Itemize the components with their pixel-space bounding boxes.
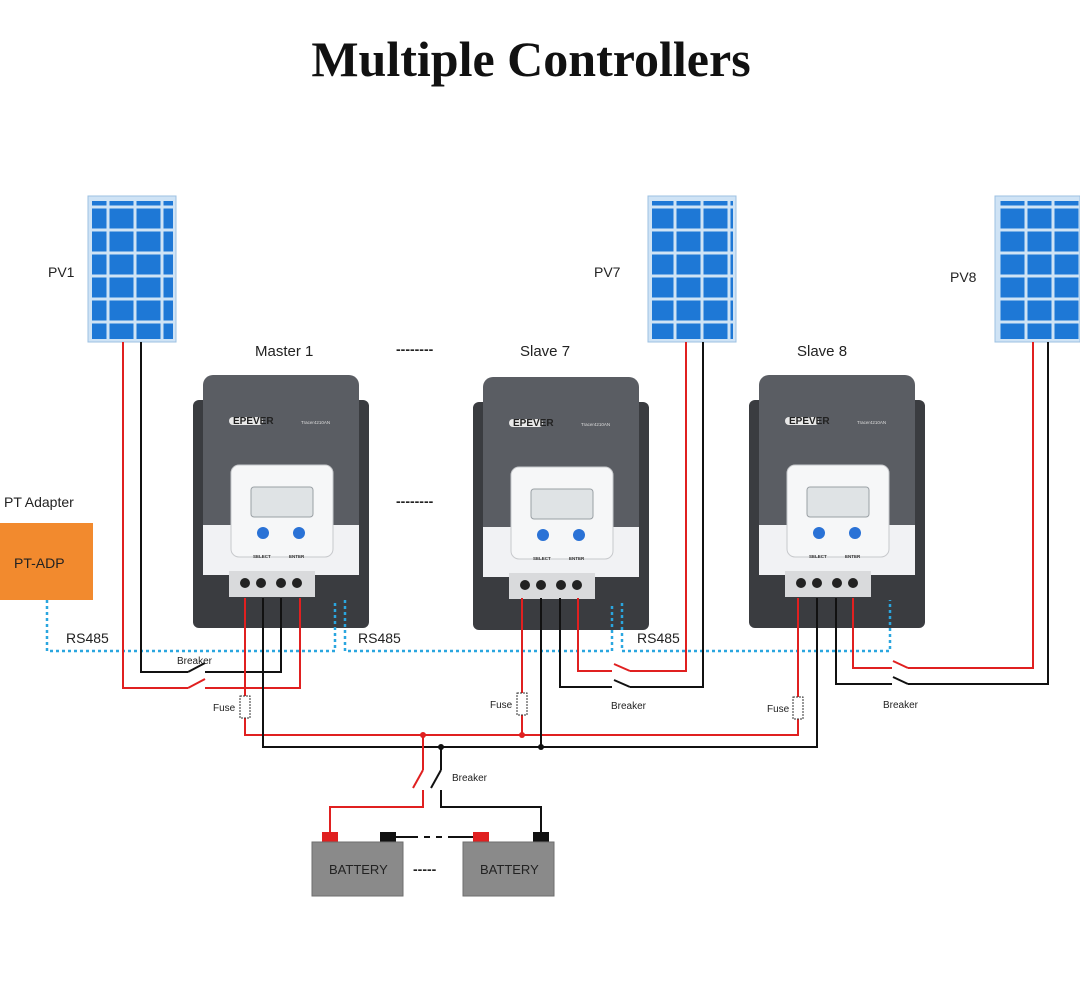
controller-master-1: EPEVER Tracer4210AN SELECT ENTER (193, 375, 369, 628)
fuse-label-2: Fuse (490, 700, 513, 711)
fuse-slave-8 (792, 696, 804, 720)
slave-7-enter-label: ENTER (569, 556, 585, 561)
slave-7-label: Slave 7 (520, 343, 570, 360)
battery-2 (462, 832, 555, 897)
solar-panel-pv7 (647, 195, 737, 343)
pv8-label: PV8 (950, 269, 977, 285)
slave-8-enter-label: ENTER (845, 554, 861, 559)
master-1-enter-label: ENTER (289, 554, 305, 559)
breaker-label-pv1: Breaker (177, 656, 213, 667)
solar-panel-pv1 (87, 195, 177, 343)
pt-adapter-label: PT-ADP (14, 555, 65, 571)
slave-7-model: Tracer4210AN (581, 422, 610, 427)
rs485-label-3: RS485 (637, 630, 680, 646)
slave-8-model: Tracer4210AN (857, 420, 886, 425)
slave-8-label: Slave 8 (797, 343, 847, 360)
pv-wiring (122, 342, 1049, 689)
master-1-brand: EPEVER (233, 416, 274, 427)
pv1-label: PV1 (48, 264, 75, 280)
master-1-select-label: SELECT (253, 554, 271, 559)
ellipsis-middle: -------- (396, 493, 434, 509)
slave-7-select-label: SELECT (533, 556, 551, 561)
solar-panel-pv8 (994, 195, 1080, 343)
slave-8-select-label: SELECT (809, 554, 827, 559)
pt-adapter-box (0, 523, 93, 600)
master-1-label: Master 1 (255, 343, 313, 360)
controller-slave-8: EPEVER Tracer4210AN SELECT ENTER (749, 375, 925, 628)
battery-1-label: BATTERY (329, 862, 388, 877)
rs485-label-1: RS485 (66, 630, 109, 646)
battery-2-label: BATTERY (480, 862, 539, 877)
controller-slave-7: EPEVER Tracer4210AN SELECT ENTER (473, 377, 649, 630)
fuse-slave-7 (516, 692, 528, 716)
battery-1 (311, 832, 404, 897)
breaker-label-battery: Breaker (452, 773, 488, 784)
rs485-bus (45, 600, 892, 653)
breaker-label-pv7: Breaker (611, 701, 647, 712)
battery-bus (244, 598, 818, 832)
fuse-master-1 (239, 695, 251, 719)
pt-adapter-caption: PT Adapter (4, 494, 74, 510)
ellipsis-top: -------- (396, 341, 434, 357)
fuse-label-3: Fuse (767, 704, 790, 715)
pv7-label: PV7 (594, 264, 621, 280)
diagram-title: Multiple Controllers (311, 31, 751, 87)
breaker-label-pv8: Breaker (883, 700, 919, 711)
rs485-label-2: RS485 (358, 630, 401, 646)
slave-7-brand: EPEVER (513, 418, 554, 429)
fuse-label-1: Fuse (213, 703, 236, 714)
slave-8-brand: EPEVER (789, 416, 830, 427)
battery-ellipsis: ----- (413, 861, 437, 877)
master-1-model: Tracer4210AN (301, 420, 330, 425)
